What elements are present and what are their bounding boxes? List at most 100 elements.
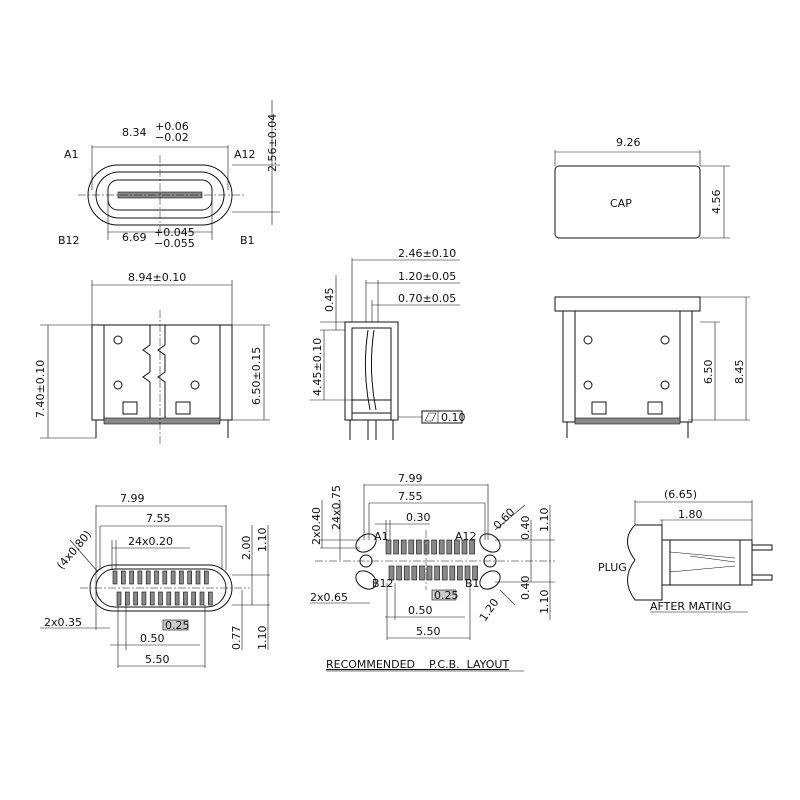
dim-2-46: 2.46±0.10 [398, 247, 456, 260]
contact-pin [145, 570, 151, 585]
pin-b12: B12 [372, 577, 394, 590]
contact-pin [174, 591, 180, 606]
dim-slot: 0.60 [491, 506, 518, 533]
pcb-pad [426, 565, 433, 581]
contact-pin [195, 570, 201, 585]
top-view: 8.34 +0.06 −0.02 6.69 +0.045 −0.055 2.56… [58, 100, 280, 250]
dim-4-45: 4.45±0.10 [311, 338, 324, 396]
pcb-pad [393, 539, 399, 555]
dim-inner: 6.69 [122, 231, 147, 244]
contact-pin [116, 591, 122, 606]
plug-label: PLUG [598, 561, 627, 574]
cap-label: CAP [610, 197, 632, 210]
pin-b12: B12 [58, 234, 80, 247]
rear-view: 6.50 8.45 [554, 296, 750, 438]
pcb-pad [449, 565, 456, 581]
contact-pin [129, 570, 134, 585]
dim-6-65: (6.65) [664, 488, 697, 501]
dim-box: 0.25 [434, 589, 459, 602]
contact-pin [125, 591, 130, 606]
dim-5-50: 5.50 [145, 653, 170, 666]
pcb-pad [396, 565, 402, 581]
pcb-pad [469, 539, 475, 555]
pcb-pad [438, 539, 445, 555]
pcb-caption: RECOMMENDED P.C.B. LAYOUT [326, 658, 509, 671]
dim-1-80: 1.80 [678, 508, 703, 521]
pcb-pad [461, 539, 468, 555]
contact-pin [179, 570, 184, 585]
pin-a12: A12 [455, 530, 477, 543]
pin-a12: A12 [234, 148, 256, 161]
bottom-view: 7.99 7.55 24x0.20 (4x0.80) 2x0.35 0.25 0… [40, 492, 270, 668]
dim-1-10: 1.10 [538, 508, 551, 533]
pcb-pad [454, 539, 460, 555]
contact-pin [137, 570, 143, 585]
dim-24x0-75: 24x0.75 [330, 485, 343, 530]
pcb-pads [385, 539, 478, 581]
dim-7-99: 7.99 [120, 492, 145, 505]
dim-0-40: 0.40 [519, 516, 532, 541]
pcb-pad [472, 565, 478, 581]
pcb-pad [388, 565, 395, 581]
contact-pins [112, 570, 213, 606]
dim-1-10: 1.10 [256, 626, 269, 651]
side-view: 2.46±0.10 1.20±0.05 0.70±0.05 0.45 4.45±… [310, 247, 466, 440]
dim-width: 8.94±0.10 [128, 271, 186, 284]
dim-2-00: 2.00 [240, 536, 253, 561]
dim-0-77: 0.77 [230, 626, 243, 651]
contact-pin [187, 570, 192, 585]
front-view: 8.94±0.10 7.40±0.10 6.50±0.15 [34, 271, 270, 445]
dim-0-40: 0.40 [519, 576, 532, 601]
after-mating-view: (6.65) 1.80 PLUG AFTER MATING [598, 488, 773, 613]
contact-pin [141, 591, 147, 606]
dim-1-20: 1.20 [477, 596, 502, 624]
pcb-pad [416, 539, 422, 555]
contact-pin [191, 591, 196, 606]
flatness-tolerance: 0.10 [441, 411, 466, 424]
pcb-pad [457, 565, 463, 581]
dim-pad: 0.30 [406, 511, 431, 524]
cap-view: 9.26 CAP 4.56 [554, 136, 730, 239]
dim-1-10: 1.10 [256, 528, 269, 553]
dim-radius: (4x0.80) [54, 528, 94, 572]
contact-pin [121, 570, 126, 585]
dim-hole: 2x0.65 [310, 591, 348, 604]
pcb-pad [419, 565, 425, 581]
contact-pin [112, 570, 118, 585]
contact-pin [170, 570, 176, 585]
pcb-pad [400, 539, 407, 555]
pcb-pad [464, 565, 471, 581]
dim-7-99: 7.99 [398, 472, 423, 485]
dim-6-50: 6.50 [702, 360, 715, 385]
dim-width: 9.26 [616, 136, 641, 149]
contact-pin [166, 591, 172, 606]
contact-pin [158, 591, 163, 606]
pin-b1: B1 [465, 577, 480, 590]
pcb-pad [423, 539, 430, 555]
contact-pin [149, 591, 155, 606]
dim-0-70: 0.70±0.05 [398, 292, 456, 305]
pin-a1: A1 [64, 148, 79, 161]
tol-minus: −0.02 [155, 131, 189, 144]
dim-1-20: 1.20±0.05 [398, 270, 456, 283]
contact-pin [204, 570, 209, 585]
dim-7-55: 7.55 [398, 490, 423, 503]
dim-box: 0.25 [165, 619, 190, 632]
pin-b1: B1 [240, 234, 255, 247]
dim-pitch-0-50: 0.50 [140, 632, 165, 645]
dim-0-45: 0.45 [323, 288, 336, 313]
contact-pin [133, 591, 138, 606]
dim-height: 7.40±0.10 [34, 360, 47, 418]
dim-2x0-40: 2x0.40 [310, 507, 323, 545]
dim-span: 5.50 [416, 625, 441, 638]
pcb-pad [434, 565, 440, 581]
dim-slot: 2x0.35 [44, 616, 82, 629]
dim-7-55: 7.55 [146, 512, 171, 525]
contact-pin [183, 591, 188, 606]
dim-shell-height: 6.50±0.15 [250, 347, 263, 405]
dim-8-45: 8.45 [733, 360, 746, 385]
contact-pin [162, 570, 168, 585]
after-mating-caption: AFTER MATING [650, 600, 731, 613]
contact-pin [208, 591, 213, 606]
